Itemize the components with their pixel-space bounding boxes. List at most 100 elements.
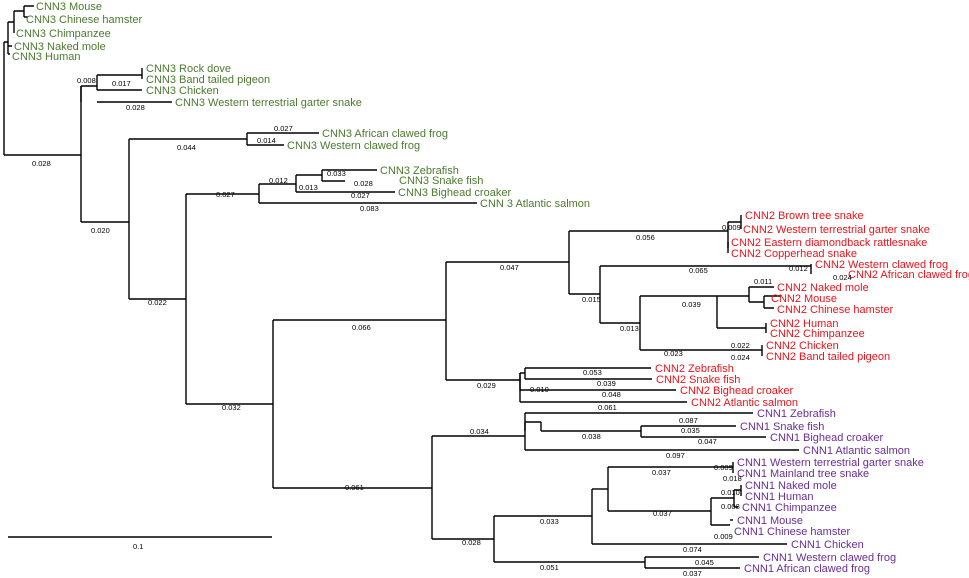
branch-length-label: 0.083 bbox=[360, 204, 379, 213]
leaf-label: CNN3 Chicken bbox=[146, 85, 219, 97]
leaf-label: CNN1 Chicken bbox=[791, 539, 864, 551]
branch-length-label: 0.015 bbox=[582, 295, 601, 304]
leaf-label: CNN2 Atlantic salmon bbox=[691, 397, 798, 409]
leaf-label: CNN1 Mouse bbox=[737, 515, 803, 527]
branch-length-label: 0.027 bbox=[351, 191, 370, 200]
branch bbox=[80, 85, 97, 102]
branch-length-label: 0.047 bbox=[500, 263, 519, 272]
branch-length-label: 0.017 bbox=[112, 79, 131, 88]
cnn3-clade-labels: CNN3 Mouse CNN3 Chinese hamster CNN3 Chi… bbox=[12, 1, 590, 210]
branch-length-label: 0.028 bbox=[126, 103, 145, 112]
leaf-label: CNN3 Western terrestrial garter snake bbox=[175, 97, 362, 109]
branch bbox=[716, 295, 749, 328]
leaf-label: CNN2 African clawed frog bbox=[848, 269, 969, 281]
branch bbox=[730, 519, 733, 521]
branch-length-label: 0.037 bbox=[652, 468, 671, 477]
branch-length-label: 0.029 bbox=[477, 381, 496, 390]
branch-length-label: 0.024 bbox=[833, 273, 852, 282]
branch-length-label: 0.066 bbox=[352, 323, 371, 332]
leaf-label: CNN3 Chimpanzee bbox=[16, 28, 111, 40]
leaf-label: CNN2 Chinese hamster bbox=[777, 304, 893, 316]
cnn2-clade-labels: CNN2 Brown tree snake CNN2 Western terre… bbox=[655, 210, 969, 409]
branch-length-label: 0.051 bbox=[540, 563, 559, 572]
branch-length-label: 0.013 bbox=[620, 324, 639, 333]
leaf-label: CNN1 African clawed frog bbox=[744, 563, 870, 575]
branch-length-label: 0.028 bbox=[354, 179, 373, 188]
branch-length-label: 0.097 bbox=[666, 451, 685, 460]
branch-length-label: 0.012 bbox=[789, 264, 808, 273]
leaf-label: CNN2 Human bbox=[770, 318, 838, 330]
branch-length-label: 0.024 bbox=[731, 353, 750, 362]
branch bbox=[7, 21, 14, 55]
leaf-label: CNN1 Human bbox=[745, 491, 813, 503]
leaf-label: CNN1 Chimpanzee bbox=[742, 502, 837, 514]
leaf-label: CNN2 Chimpanzee bbox=[770, 328, 865, 340]
branch-length-label: 0.008 bbox=[721, 502, 740, 511]
branch bbox=[3, 41, 8, 155]
leaf-label: CNN3 Naked mole bbox=[14, 41, 106, 53]
leaf-label: CNN1 Chinese hamster bbox=[734, 526, 850, 538]
leaf-label: CNN3 Zebrafish bbox=[380, 165, 459, 177]
branch-length-label: 0.027 bbox=[216, 190, 235, 199]
branch-length-label: 0.035 bbox=[681, 426, 700, 435]
leaf-label: CNN1 Bighead croaker bbox=[770, 432, 883, 444]
leaf-label: CNN1 Western terrestrial garter snake bbox=[737, 457, 924, 469]
branch-length-label: 0.053 bbox=[583, 368, 602, 377]
branch-length-label: 0.037 bbox=[653, 509, 672, 518]
cnn1-clade-labels: CNN1 Zebrafish CNN1 Snake fish CNN1 Bigh… bbox=[734, 408, 924, 575]
leaf-label: CNN3 Snake fish bbox=[399, 175, 483, 187]
branch bbox=[727, 215, 742, 248]
leaf-label: CNN2 Band tailed pigeon bbox=[766, 351, 890, 363]
tree-branches bbox=[3, 5, 812, 569]
branch-length-label: 0.027 bbox=[274, 124, 293, 133]
branch-length-label: 0.048 bbox=[602, 390, 621, 399]
branch-length-label: 0.087 bbox=[679, 416, 698, 425]
branch-length-label: 0.033 bbox=[540, 517, 559, 526]
leaf-label: CNN3 Rock dove bbox=[146, 63, 231, 75]
leaf-label: CNN3 Western clawed frog bbox=[287, 140, 420, 152]
branch-length-label: 0.039 bbox=[597, 379, 616, 388]
branch-length-labels: 0.028 0.008 0.017 0.028 0.020 0.027 0.01… bbox=[32, 76, 852, 578]
branch-length-label: 0.023 bbox=[664, 349, 683, 358]
branch bbox=[525, 421, 542, 431]
leaf-label: CNN2 Bighead croaker bbox=[680, 385, 793, 397]
branch-length-label: 0.018 bbox=[723, 474, 742, 483]
branch bbox=[524, 412, 753, 431]
branch-length-label: 0.009 bbox=[714, 463, 733, 472]
branch-length-label: 0.047 bbox=[698, 437, 717, 446]
branch-length-label: 0.011 bbox=[754, 277, 772, 286]
branch-length-label: 0.039 bbox=[682, 300, 701, 309]
branch-length-label: 0.010 bbox=[721, 488, 740, 497]
branch-length-label: 0.032 bbox=[222, 403, 241, 412]
leaf-label: CNN2 Brown tree snake bbox=[745, 210, 864, 222]
branch bbox=[96, 74, 142, 91]
leaf-label: CNN2 Eastern diamondback rattlesnake bbox=[731, 237, 927, 249]
branch bbox=[748, 286, 774, 303]
branch-length-label: 0.034 bbox=[470, 427, 489, 436]
branch-length-label: 0.022 bbox=[731, 341, 750, 350]
branch-length-label: 0.028 bbox=[462, 538, 481, 547]
leaf-label: CNN2 Zebrafish bbox=[655, 363, 734, 375]
scale-bar-label: 0.1 bbox=[133, 542, 143, 551]
leaf-label: CNN2 Naked mole bbox=[777, 282, 869, 294]
branch bbox=[445, 261, 569, 381]
branch-length-label: 0.038 bbox=[582, 432, 601, 441]
leaf-label: CNN1 Zebrafish bbox=[757, 408, 836, 420]
branch-length-label: 0.061 bbox=[345, 483, 364, 492]
branch-length-label: 0.061 bbox=[598, 403, 617, 412]
leaf-label: CNN2 Western clawed frog bbox=[815, 259, 948, 271]
branch-length-label: 0.009 bbox=[714, 532, 733, 541]
branch-length-label: 0.044 bbox=[177, 143, 196, 152]
leaf-label: CNN2 Mouse bbox=[771, 293, 837, 305]
leaf-label: CNN2 Western terrestrial garter snake bbox=[743, 224, 930, 236]
branch-length-label: 0.012 bbox=[269, 176, 288, 185]
branch-length-label: 0.056 bbox=[636, 233, 655, 242]
branch-length-label: 0.028 bbox=[32, 159, 51, 168]
leaf-label: CNN1 Naked mole bbox=[745, 480, 837, 492]
branch-length-label: 0.045 bbox=[695, 558, 714, 567]
leaf-label: CNN3 Human bbox=[12, 51, 80, 63]
leaf-label: CNN3 African clawed frog bbox=[322, 128, 448, 140]
leaf-label: CNN1 Atlantic salmon bbox=[803, 445, 910, 457]
leaf-label: CNN1 Mainland tree snake bbox=[737, 468, 869, 480]
